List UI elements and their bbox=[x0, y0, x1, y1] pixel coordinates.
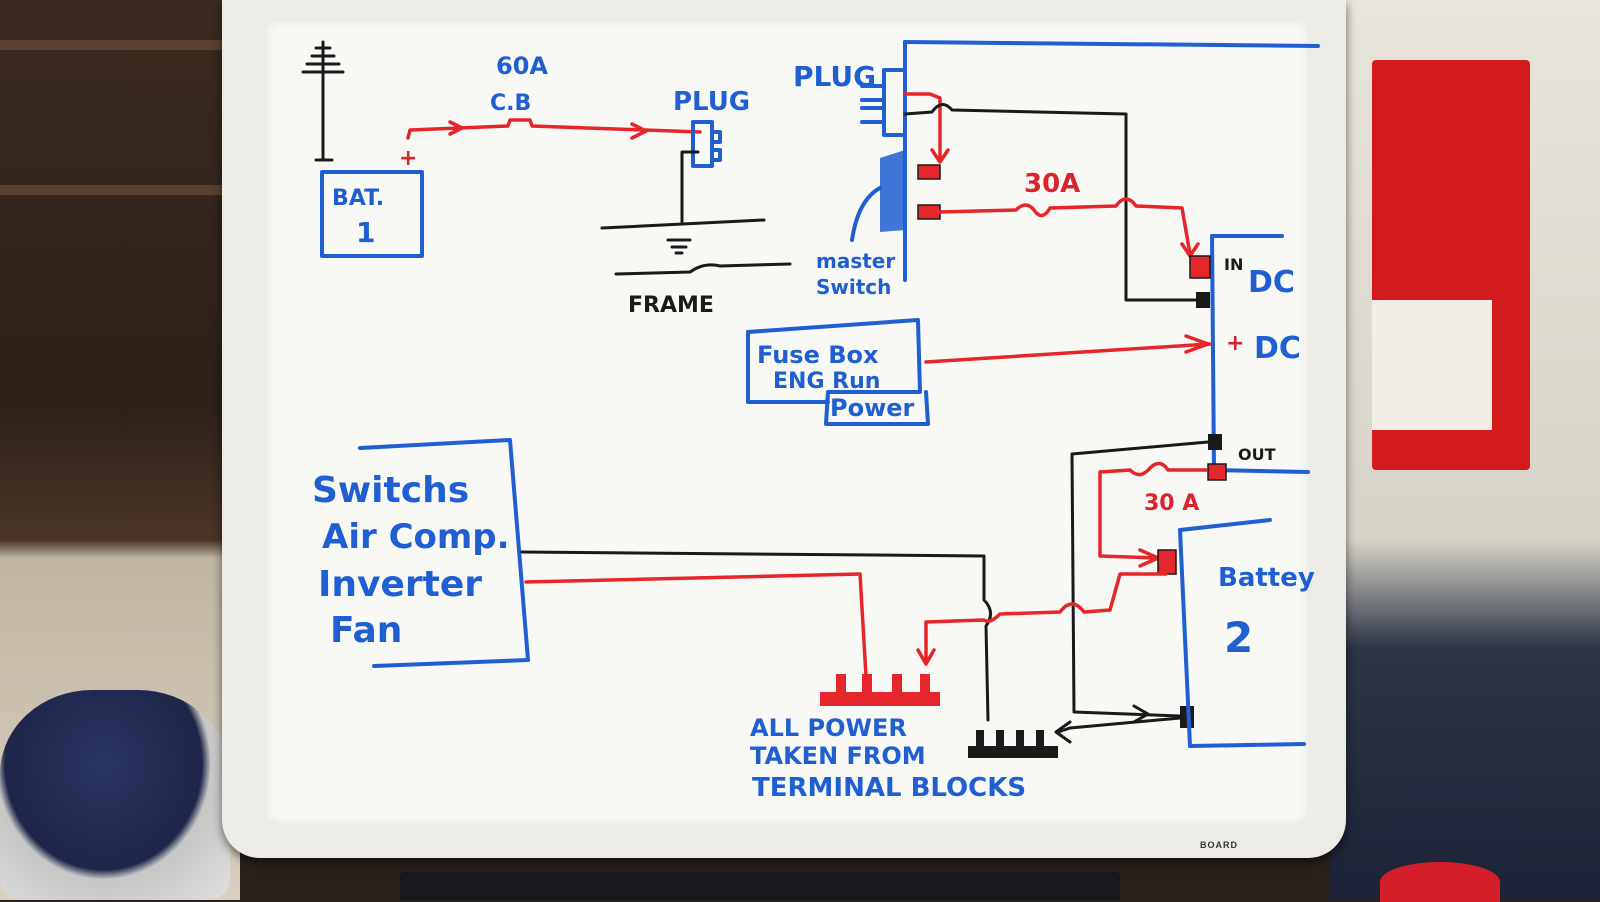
loads-wires bbox=[520, 550, 1182, 744]
battery-1: BAT. 1 + bbox=[320, 146, 424, 258]
master-switch-label-2: Switch bbox=[816, 275, 891, 299]
terminal-block-red bbox=[820, 674, 940, 706]
plug-right bbox=[860, 40, 1320, 282]
master-switch-label-1: master bbox=[816, 249, 895, 273]
master-switch bbox=[850, 150, 941, 242]
note-line-3: TERMINAL BLOCKS bbox=[752, 773, 1026, 803]
glass-bowl bbox=[0, 690, 230, 900]
terminal-block-black bbox=[968, 730, 1058, 758]
dcdc-out-label: DC bbox=[1254, 331, 1301, 366]
dcdc-out-tag: OUT bbox=[1238, 445, 1276, 464]
fuse-box-label-3: Power bbox=[830, 394, 915, 422]
dcdc-in-label: DC bbox=[1248, 265, 1295, 300]
plug-right-label: PLUG bbox=[793, 60, 876, 93]
loads-label-1: Switchs bbox=[312, 470, 469, 511]
battery-2 bbox=[1178, 518, 1306, 748]
note-line-1: ALL POWER bbox=[750, 714, 907, 742]
note-line-2: TAKEN FROM bbox=[750, 742, 926, 770]
fuse-box-label-2: ENG Run bbox=[773, 369, 880, 394]
ground-antenna-symbol bbox=[301, 40, 345, 162]
battery-1-label: BAT. bbox=[332, 186, 384, 211]
loads-box bbox=[358, 438, 530, 668]
dcdc-plus-sign: + bbox=[1226, 331, 1244, 356]
main-feed-wire bbox=[406, 118, 702, 140]
fusebox-to-dcdc-wire bbox=[924, 334, 1212, 364]
frame-ground bbox=[600, 150, 792, 276]
battery-2-label: Battey bbox=[1218, 563, 1315, 593]
battery-2-number: 2 bbox=[1224, 613, 1253, 662]
computer-mouse bbox=[1380, 862, 1500, 902]
breaker-amps-label: 60A bbox=[496, 52, 548, 80]
battery-1-number: 1 bbox=[356, 216, 375, 249]
dcdc-in-tag: IN bbox=[1224, 255, 1243, 274]
board-brand: BOARD bbox=[1200, 840, 1238, 850]
keyboard bbox=[400, 872, 1120, 900]
battery-1-positive: + bbox=[399, 146, 417, 171]
plug-to-switch-wires bbox=[903, 92, 1202, 302]
switch-to-dcdc-wire bbox=[938, 197, 1200, 258]
frame-label: FRAME bbox=[628, 293, 714, 318]
shelf bbox=[0, 185, 230, 195]
fuse-box-label-1: Fuse Box bbox=[757, 341, 879, 369]
whiteboard-surface bbox=[266, 20, 1308, 824]
plug-left bbox=[691, 120, 722, 168]
loads-label-3: Inverter bbox=[318, 564, 482, 605]
plug-left-label: PLUG bbox=[673, 87, 750, 117]
breaker-name-label: C.B bbox=[490, 91, 531, 116]
fuse-box bbox=[746, 318, 930, 426]
fuse-30a-top-label: 30A bbox=[1024, 169, 1080, 199]
shelf bbox=[0, 40, 230, 50]
loads-label-2: Air Comp. bbox=[322, 517, 510, 557]
loads-label-4: Fan bbox=[330, 610, 402, 651]
fuse-30a-bottom-label: 30 A bbox=[1144, 491, 1199, 516]
dcdc-charger bbox=[1189, 234, 1310, 481]
calendar-date-grid bbox=[1372, 300, 1492, 430]
